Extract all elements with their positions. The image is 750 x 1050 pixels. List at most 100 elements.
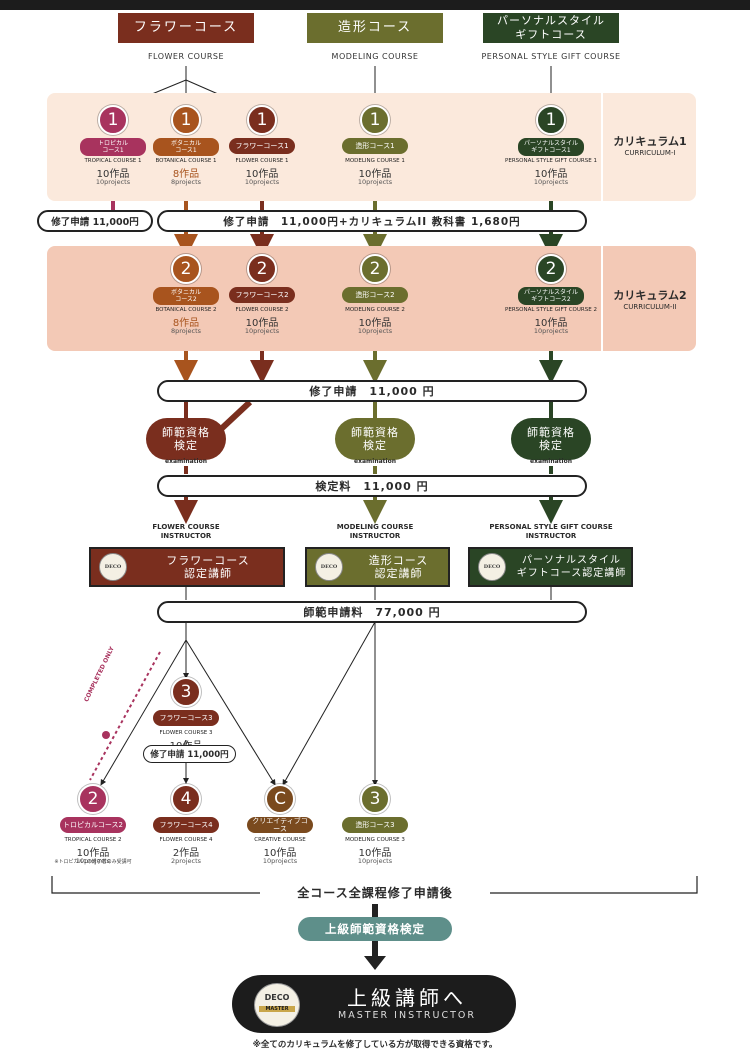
c2_courses.3-english-name: PERSONAL STYLE GIFT COURSE 2 — [505, 307, 597, 313]
personal-course-header: パーソナルスタイル ギフトコース — [483, 13, 619, 43]
master-logo-line1: DECO — [264, 993, 290, 1002]
flower-cert-text: フラワーコース 認定講師 — [166, 554, 250, 580]
c1_courses.0-name-pill: トロピカル コース1 — [80, 138, 146, 156]
c2_courses.0-number-badge: 2 — [171, 254, 201, 284]
c1_courses.3-english-name: MODELING COURSE 1 — [345, 158, 405, 164]
c2_courses.0-work-count: 8作品 — [172, 318, 200, 329]
c2_courses.2-work-count: 10作品 — [358, 318, 392, 329]
lower_courses.flower4-work-count: 2作品 — [172, 848, 200, 859]
c1_courses.3-projects: 10projects — [357, 178, 393, 186]
lower_courses.modeling3-name-pill: 造形コース3 — [342, 817, 408, 833]
all-course-completion: 全コース全課程修了申請後 — [297, 886, 453, 900]
c2_courses.1-number-badge: 2 — [247, 254, 277, 284]
lower_courses.tropical2-number-badge: 2 — [78, 784, 108, 814]
flower-certified-instructor: DECO フラワーコース 認定講師 — [89, 547, 285, 587]
personal-course-header-en: PERSONAL STYLE GIFT COURSE — [481, 52, 621, 61]
master-instructor-banner: DECO MASTER 上級講師へ MASTER INSTRUCTOR — [232, 975, 516, 1033]
curriculum-2-label: カリキュラム2 CURRICULUM-II — [606, 287, 694, 311]
personal-certified-instructor: DECO パーソナルスタイル ギフトコース認定講師 — [468, 547, 633, 587]
curriculum-2-label-jp: カリキュラム2 — [613, 289, 687, 302]
lower_courses.creative-english-name: CREATIVE COURSE — [254, 837, 306, 843]
curriculum-2-label-en: CURRICULUM-II — [623, 303, 677, 311]
c2_courses.3-number-badge: 2 — [536, 254, 566, 284]
lower_courses.creative-number-badge: C — [265, 784, 295, 814]
lower_courses.modeling3-number-badge: 3 — [360, 784, 390, 814]
c1_courses.1-number-badge: 1 — [171, 105, 201, 135]
c1_courses.0-number-badge: 1 — [98, 105, 128, 135]
exam-fee: 検定料 11,000 円 — [157, 475, 587, 497]
lower_courses.flower3-number-badge: 3 — [171, 677, 201, 707]
lower_courses.tropical2-name-pill: トロピカルコース2 — [60, 817, 126, 833]
modeling-instructor-label: MODELING COURSE INSTRUCTOR — [336, 523, 414, 540]
c2_courses.2-english-name: MODELING COURSE 2 — [345, 307, 405, 313]
flower-course-header: フラワーコース — [118, 13, 254, 43]
c2_courses.2-projects: 10projects — [357, 327, 393, 335]
modeling-cert-text: 造形コース 認定講師 — [368, 554, 429, 580]
lower_courses.modeling3-english-name: MODELING COURSE 3 — [345, 837, 405, 843]
c1_courses.0-work-count: 10作品 — [96, 169, 130, 180]
lower_courses.creative-projects: 10projects — [262, 857, 298, 865]
c1_courses.3-number-badge: 1 — [360, 105, 390, 135]
band-divider — [601, 93, 603, 201]
instructor-application-fee: 師範申請料 77,000 円 — [157, 601, 587, 623]
c1_courses.3-name-pill: 造形コース1 — [342, 138, 408, 154]
c2_courses.2-name-pill: 造形コース2 — [342, 287, 408, 303]
master-jp: 上級講師へ — [347, 986, 467, 1010]
curriculum-1-label-jp: カリキュラム1 — [613, 135, 687, 148]
c1_courses.2-number-badge: 1 — [247, 105, 277, 135]
lower_courses.creative-name-pill: クリエイティブコース — [247, 817, 313, 833]
flower-instructor-label: FLOWER COURSE INSTRUCTOR — [152, 523, 220, 540]
modeling-exam-label: examination — [354, 458, 396, 465]
top-bar — [0, 0, 750, 10]
c2_courses.3-projects: 10projects — [533, 327, 569, 335]
c1_courses.2-english-name: FLOWER COURSE 1 — [235, 158, 289, 164]
c2_courses.1-name-pill: フラワーコース2 — [229, 287, 295, 303]
lower_courses.modeling3-work-count: 10作品 — [358, 848, 392, 859]
c2_courses.3-name-pill: パーソナルスタイル ギフトコース2 — [518, 287, 584, 305]
c2_courses.1-work-count: 10作品 — [245, 318, 279, 329]
lower_courses.modeling3-projects: 10projects — [357, 857, 393, 865]
flower-course-header-en: FLOWER COURSE — [147, 52, 225, 61]
curriculum-1-label-en: CURRICULUM-I — [624, 149, 676, 157]
lower_courses.flower4-name-pill: フラワーコース4 — [153, 817, 219, 833]
lower_courses.flower3-name-pill: フラワーコース3 — [153, 710, 219, 726]
modeling-course-header: 造形コース — [307, 13, 443, 43]
modeling-exam: 師範資格 検定 — [335, 418, 415, 460]
c2_courses.0-name-pill: ボタニカル コース2 — [153, 287, 219, 305]
c1_courses.3-work-count: 10作品 — [358, 169, 392, 180]
c1_courses.4-projects: 10projects — [533, 178, 569, 186]
c1_courses.0-english-name: TROPICAL COURSE 1 — [84, 158, 142, 164]
c1_courses.2-work-count: 10作品 — [245, 169, 279, 180]
flower-3-completion-fee: 修了申請 11,000円 — [143, 745, 236, 763]
lower_courses.tropical2-work-count: 10作品 — [76, 848, 110, 859]
modeling-certified-instructor: DECO 造形コース 認定講師 — [305, 547, 450, 587]
c1_courses.1-english-name: BOTANICAL COURSE 1 — [155, 158, 217, 164]
c1_courses.4-number-badge: 1 — [536, 105, 566, 135]
c1_courses.0-projects: 10projects — [95, 178, 131, 186]
c1_courses.2-projects: 10projects — [244, 178, 280, 186]
master-en: MASTER INSTRUCTOR — [338, 1010, 476, 1021]
curriculum-2-completion-fee: 修了申請 11,000 円 — [157, 380, 587, 402]
c2_courses.0-projects: 8projects — [170, 327, 202, 335]
personal-exam: 師範資格 検定 — [511, 418, 591, 460]
curriculum-1-completion-fee: 修了申請 11,000円+カリキュラムII 教科書 1,680円 — [157, 210, 587, 232]
c1_courses.1-name-pill: ボタニカル コース1 — [153, 138, 219, 156]
tropical-2-note: ※トロピカル1の修了者のみ受講可 — [54, 859, 132, 865]
c1_courses.1-work-count: 8作品 — [172, 169, 200, 180]
advanced-instructor-exam: 上級師範資格検定 — [298, 917, 452, 941]
flower-exam: 師範資格 検定 — [146, 418, 226, 460]
tropical-completion-fee: 修了申請 11,000円 — [37, 210, 153, 232]
lower_courses.creative-work-count: 10作品 — [263, 848, 297, 859]
personal-exam-label: examination — [530, 458, 572, 465]
c1_courses.2-name-pill: フラワーコース1 — [229, 138, 295, 154]
curriculum-1-label: カリキュラム1 CURRICULUM-I — [606, 133, 694, 157]
lower_courses.tropical2-english-name: TROPICAL COURSE 2 — [64, 837, 122, 843]
footnote: ※全てのカリキュラムを修了している方が取得できる資格です。 — [252, 1040, 498, 1050]
lower_courses.flower4-projects: 2projects — [170, 857, 202, 865]
deco-master-logo-icon: DECO MASTER — [254, 983, 300, 1027]
completed-only-dot — [102, 731, 110, 739]
c2_courses.1-projects: 10projects — [244, 327, 280, 335]
deco-logo-icon: DECO — [99, 553, 127, 581]
c1_courses.4-work-count: 10作品 — [534, 169, 568, 180]
lower_courses.flower3-english-name: FLOWER COURSE 3 — [159, 730, 213, 736]
